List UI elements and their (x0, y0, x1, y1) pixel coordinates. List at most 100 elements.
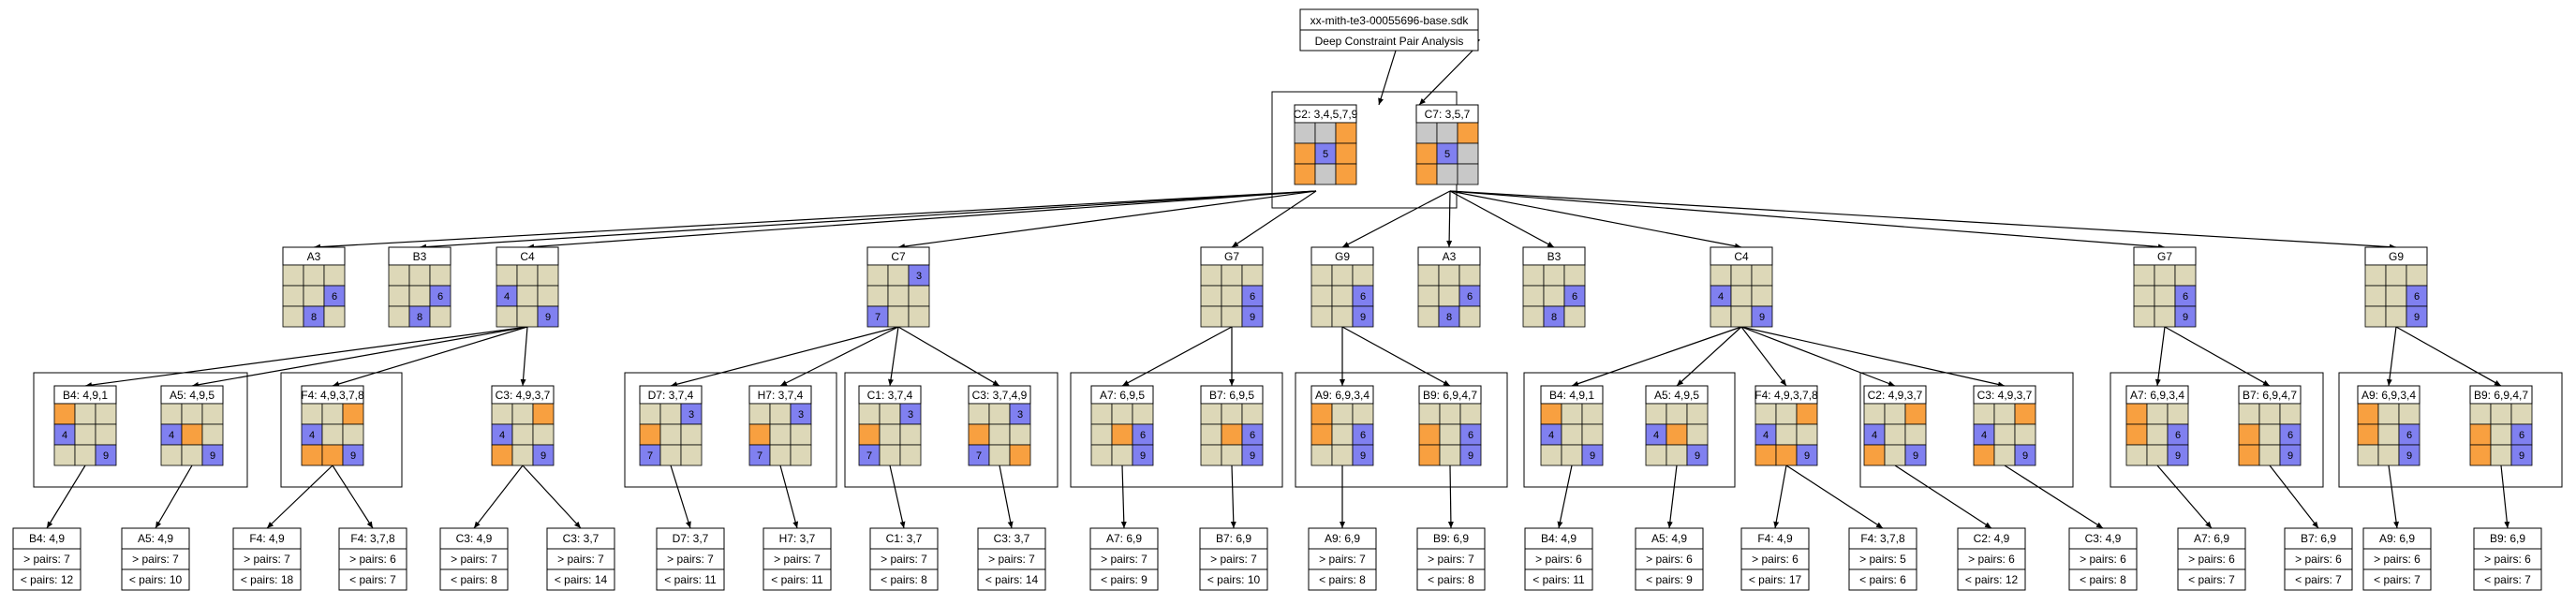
edge-level2-leaf (670, 465, 691, 529)
level2-node: D7: 3,7,437 (639, 385, 703, 466)
grid-cell (1543, 285, 1565, 307)
grid-cell (301, 403, 323, 425)
level2-node: B9: 6,9,4,769 (2469, 385, 2533, 466)
edge-level2-leaf (46, 465, 86, 529)
cell-digit: 4 (169, 430, 174, 441)
grid-cell (1294, 163, 1316, 185)
node-label: G7 (2157, 250, 2172, 263)
leaf-title: C3: 4,9 (2085, 532, 2122, 545)
leaf-node: A5: 4,9> pairs: 6< pairs: 9 (1635, 527, 1704, 591)
grid-cell (2014, 444, 2036, 466)
edge-level1-level2 (1676, 326, 1742, 387)
leaf-title: C3: 3,7 (563, 532, 600, 545)
grid-cell (988, 444, 1011, 466)
edge-level2-leaf (2500, 465, 2510, 529)
grid-cell (532, 423, 555, 446)
cell-digit: 9 (1360, 450, 1366, 462)
grid-cell (1221, 305, 1243, 328)
node-label: B7: 6,9,5 (1209, 389, 1254, 402)
grid-cell (1993, 444, 2016, 466)
cell-digit: 7 (647, 450, 653, 462)
edge-level2-leaf (1557, 465, 1573, 529)
grid-cell (388, 264, 410, 287)
grid-cell (2125, 423, 2148, 446)
grid-cell (2238, 423, 2260, 446)
leaf-title: A5: 4,9 (138, 532, 173, 545)
grid-cell (2146, 423, 2169, 446)
grid-cell (388, 285, 410, 307)
leaf-gt-pairs: > pairs: 6 (2188, 553, 2235, 566)
leaf-title: C1: 3,7 (886, 532, 923, 545)
grid-cell (1522, 305, 1545, 328)
grid-cell (1540, 403, 1562, 425)
node-label: C2: 3,4,5,7,9 (1294, 108, 1358, 121)
leaf-lt-pairs: < pairs: 12 (1965, 573, 2019, 586)
grid-cell (866, 264, 889, 287)
cell-digit: 3 (798, 409, 804, 421)
leaf-title: B4: 4,9 (1541, 532, 1577, 545)
leaf-title: D7: 3,7 (673, 532, 709, 545)
grid-cell (908, 285, 930, 307)
grid-cell (866, 285, 889, 307)
leaf-node: B9: 6,9> pairs: 7< pairs: 8 (1416, 527, 1486, 591)
grid-cell (1221, 264, 1243, 287)
leaf-row (1848, 568, 1917, 591)
leaf-node: A9: 6,9> pairs: 6< pairs: 7 (2362, 527, 2432, 591)
grid-cell (1863, 444, 1886, 466)
leaf-lt-pairs: < pairs: 14 (555, 573, 608, 586)
level2-node: A9: 6,9,3,469 (2357, 385, 2421, 466)
node-label: B9: 6,9,4,7 (1423, 389, 1477, 402)
edge-level2-leaf (473, 465, 524, 529)
node-label: A3 (307, 250, 321, 263)
grid-cell (1775, 403, 1798, 425)
grid-cell (532, 444, 555, 466)
edge-level2-leaf (266, 465, 333, 529)
cell-digit: 6 (1467, 291, 1473, 302)
grid-cell (790, 423, 812, 446)
edge-level2-leaf (2388, 465, 2400, 529)
cell-digit: 9 (1250, 450, 1255, 462)
node-label: C4 (520, 250, 535, 263)
grid-cell (1335, 142, 1357, 165)
cluster-C4-left-b (280, 372, 403, 488)
cell-digit: 5 (1323, 149, 1328, 160)
grid-cell (1439, 444, 1461, 466)
leaf-row (869, 568, 939, 591)
grid-cell (1710, 305, 1732, 328)
edge-root-level1 (1446, 190, 1453, 248)
grid-cell (659, 423, 682, 446)
edges (46, 37, 2510, 529)
leaf-row (1416, 568, 1486, 591)
grid-cell (1418, 403, 1441, 425)
grid-cell (511, 423, 534, 446)
level2-node: B4: 4,9,149 (1540, 385, 1604, 466)
grid-cell (491, 403, 513, 425)
grid-cell (1686, 423, 1709, 446)
grid-cell (2258, 423, 2281, 446)
grid-cell (1973, 403, 1995, 425)
cell-digit: 9 (1695, 450, 1700, 462)
grid-cell (1352, 444, 1374, 466)
grid-cell (388, 305, 410, 328)
grid-cell (1331, 264, 1354, 287)
edge-level1-level2 (888, 326, 899, 387)
grid-cell (858, 423, 881, 446)
grid-cell (1796, 423, 1818, 446)
cell-digit: 8 (311, 312, 317, 323)
grid-cell (429, 264, 452, 287)
edge-level1-level2 (1740, 326, 2006, 388)
grid-cell (1993, 423, 2016, 446)
leaf-node: A9: 6,9> pairs: 7< pairs: 8 (1308, 527, 1377, 591)
grid-cell (1439, 403, 1461, 425)
cell-digit: 8 (1551, 312, 1557, 323)
grid-cell (1294, 122, 1316, 144)
leaf-row (338, 568, 407, 591)
edge-level1-level2 (2395, 326, 2502, 387)
level2-node: H7: 3,7,437 (748, 385, 812, 466)
leaf-gt-pairs: > pairs: 7 (881, 553, 927, 566)
leaf-row (1089, 568, 1159, 591)
cluster-C7-b (844, 372, 1059, 488)
cell-digit: 9 (2175, 450, 2181, 462)
grid-cell (1241, 305, 1264, 328)
